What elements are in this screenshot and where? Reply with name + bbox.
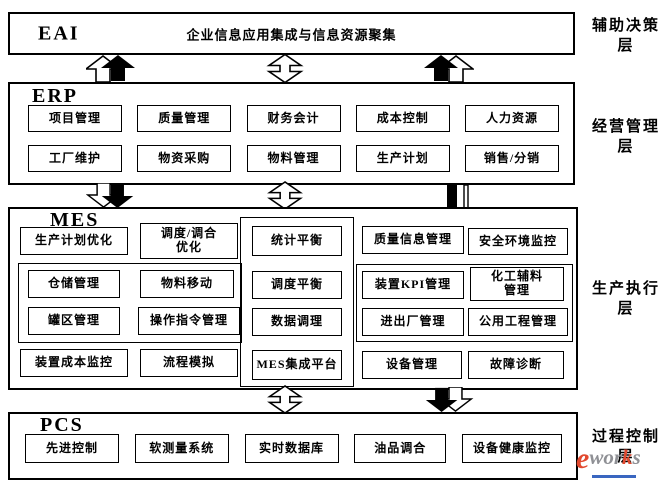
erp-label: ERP [32, 85, 78, 107]
eai-layer-box: EAI 企业信息应用集成与信息资源聚集 [8, 12, 575, 55]
vertical-bars-icon [447, 185, 469, 208]
side-label-process-control: 过程控制层 [591, 429, 660, 465]
eworks-logo-underline [592, 475, 636, 478]
mes-module: 流程模拟 [140, 349, 238, 377]
mes-module: 数据调理 [252, 308, 342, 336]
pcs-layer-box: PCS 先进控制 软测量系统 实时数据库 油品调合 设备健康监控 [8, 412, 578, 480]
erp-module: 物资采购 [137, 145, 232, 172]
mes-module: 设备管理 [362, 351, 462, 379]
double-arrow-icon [266, 53, 304, 84]
erp-module: 成本控制 [355, 105, 450, 132]
eworks-logo-s: s [632, 445, 641, 469]
double-arrow-icon [267, 181, 303, 210]
erp-module: 工厂维护 [28, 145, 122, 172]
up-arrow-pair-icon [424, 55, 474, 82]
mes-module: 装置KPI管理 [362, 271, 464, 299]
erp-module: 质量管理 [137, 105, 232, 132]
mes-center-column-box [240, 217, 354, 387]
mes-module: 安全环境监控 [468, 228, 568, 255]
down-arrow-pair-icon [87, 183, 134, 208]
eai-title: 企业信息应用集成与信息资源聚集 [186, 27, 397, 42]
down-arrow-pair-icon [425, 387, 472, 412]
mes-module: 调度平衡 [252, 271, 342, 299]
mes-module: 化工辅料 管理 [470, 267, 564, 301]
mes-module: 公用工程管理 [468, 308, 568, 336]
mes-module: 统计平衡 [252, 226, 342, 256]
erp-layer-box: ERP 项目管理 质量管理 财务会计 成本控制 人力资源 工厂维护 物资采购 物… [8, 82, 575, 185]
pcs-label: PCS [40, 414, 84, 436]
mes-module: 仓储管理 [28, 270, 120, 298]
eworks-logo-e: e [576, 442, 590, 475]
mes-module: 故障诊断 [468, 351, 564, 379]
mes-group-right-box [356, 264, 573, 342]
mes-module: 罐区管理 [28, 307, 120, 335]
eai-label: EAI [38, 22, 80, 44]
side-label-business-management: 经营管理层 [591, 119, 660, 155]
mes-module: MES集成平台 [252, 350, 342, 380]
mes-module: 物料移动 [140, 270, 234, 298]
mes-group-left-box [18, 263, 242, 343]
side-label-decision-support: 辅助决策层 [591, 18, 660, 54]
mes-module: 操作指令管理 [138, 307, 240, 335]
mes-label: MES [50, 209, 100, 231]
mes-layer-box: MES 生产计划优化 调度/调合 优化 统计平衡 质量信息管理 安全环境监控 仓… [8, 207, 578, 390]
mes-module: 生产计划优化 [20, 227, 128, 255]
erp-module: 人力资源 [465, 105, 559, 132]
pcs-module: 软测量系统 [134, 434, 229, 463]
eworks-logo-k: k [622, 445, 633, 469]
side-label-production-execution: 生产执行层 [591, 281, 660, 317]
mes-module: 质量信息管理 [362, 226, 464, 254]
pcs-module: 设备健康监控 [462, 434, 562, 463]
up-arrow-pair-icon [86, 55, 135, 82]
mes-module: 装置成本监控 [20, 349, 128, 377]
erp-module: 销售/分销 [465, 145, 559, 172]
pcs-module: 实时数据库 [244, 434, 339, 463]
pcs-module: 油品调合 [354, 434, 447, 463]
mes-module: 调度/调合 优化 [140, 223, 238, 259]
mes-module: 进出厂管理 [362, 308, 464, 336]
erp-module: 项目管理 [28, 105, 122, 132]
eworks-logo-wor: wor [589, 445, 623, 469]
pcs-module: 先进控制 [25, 434, 119, 463]
eworks-logo: eworks [576, 443, 670, 479]
double-arrow-icon [267, 385, 303, 414]
erp-module: 财务会计 [246, 105, 341, 132]
erp-module: 生产计划 [355, 145, 450, 172]
erp-module: 物料管理 [246, 145, 341, 172]
